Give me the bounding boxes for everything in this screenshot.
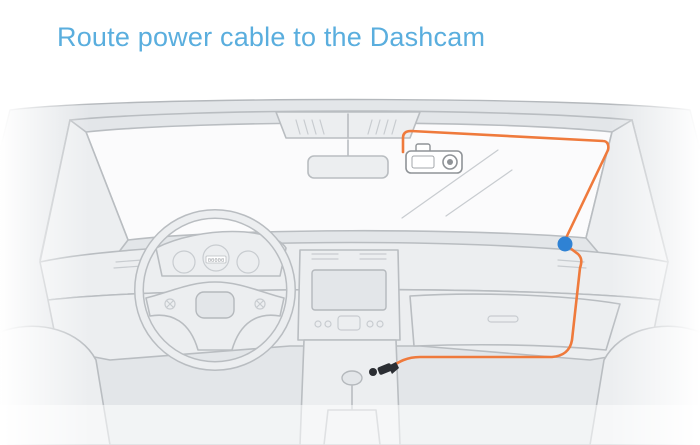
rearview-mirror	[307, 139, 389, 179]
overhead-console	[275, 111, 421, 139]
cable-clip-marker	[557, 236, 573, 252]
windshield-reflection	[401, 149, 513, 219]
center-vents	[311, 253, 387, 260]
page-title: Route power cable to the Dashcam	[57, 22, 486, 52]
airbag-cover	[195, 291, 235, 319]
instrument-cluster: 00000	[155, 230, 287, 277]
dashcam	[405, 143, 463, 174]
glove-box	[409, 293, 621, 351]
infotainment-screen	[311, 269, 387, 311]
power-adapter-plug	[369, 362, 399, 376]
windshield	[84, 122, 613, 241]
odometer-readout: 00000	[208, 258, 225, 264]
steering-wheel	[134, 209, 296, 371]
